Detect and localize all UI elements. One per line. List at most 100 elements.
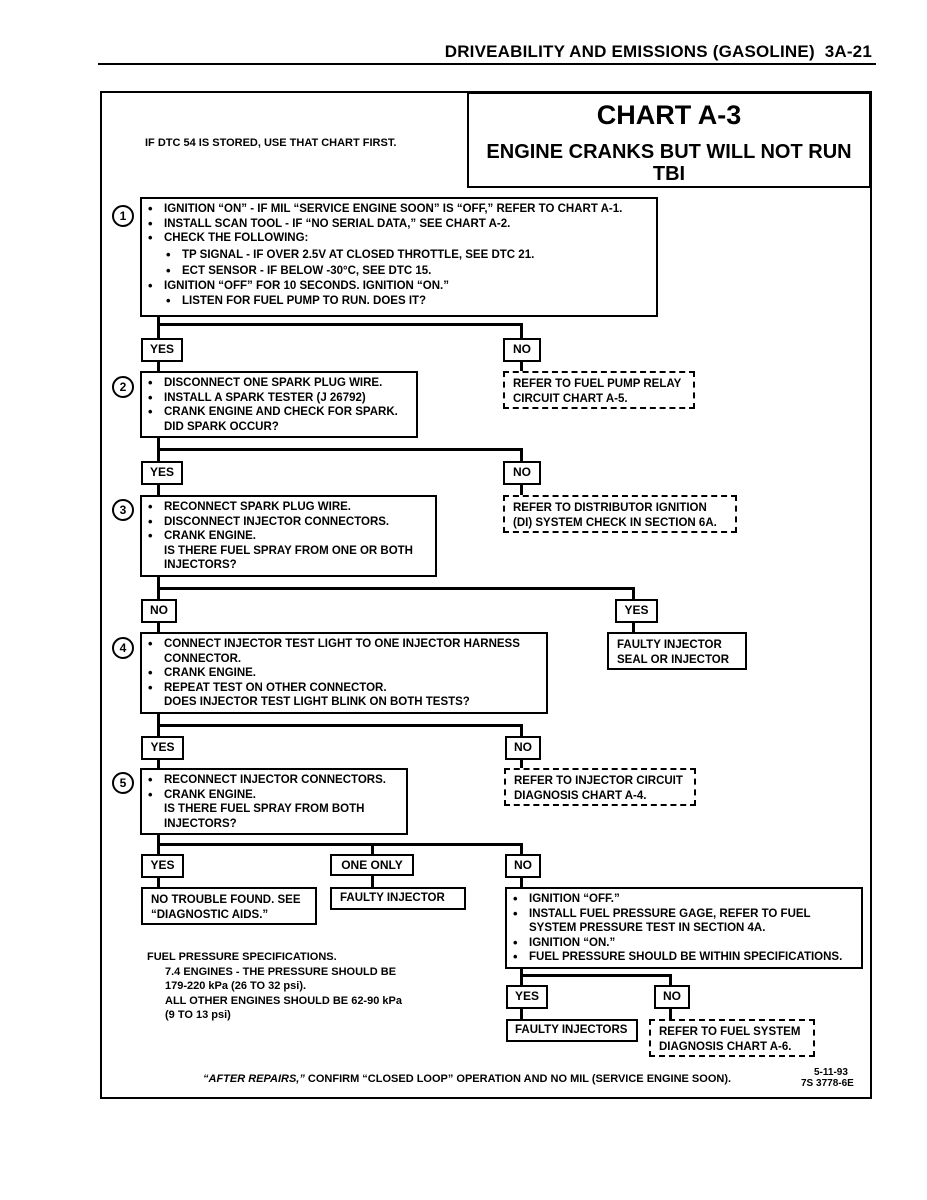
one-only-label: ONE ONLY (330, 854, 414, 876)
outcome-line: REFER TO INJECTOR CIRCUIT (514, 775, 683, 787)
step-4-box: CONNECT INJECTOR TEST LIGHT TO ONE INJEC… (140, 632, 548, 714)
after-repairs-note: “AFTER REPAIRS,” CONFIRM “CLOSED LOOP” O… (203, 1072, 731, 1087)
no-label: NO (141, 599, 177, 623)
step-1-line: IGNITION “ON” - IF MIL “SERVICE ENGINE S… (148, 202, 650, 217)
step-5-line: CRANK ENGINE. (148, 788, 400, 803)
step-2-marker: 2 (112, 376, 134, 398)
chart-subtitle: TBI (652, 163, 686, 185)
fuel-pressure-specs: FUEL PRESSURE SPECIFICATIONS. 7.4 ENGINE… (147, 950, 402, 1023)
step-1-subline: TP SIGNAL - IF OVER 2.5V AT CLOSED THROT… (148, 248, 650, 263)
no-label: NO (505, 736, 541, 760)
connector-line (632, 623, 635, 634)
connector-line (520, 1009, 523, 1020)
step-3-question: IS THERE FUEL SPRAY FROM ONE OR BOTH (164, 544, 413, 557)
connector-line (669, 974, 672, 986)
step-3-question: INJECTORS? (164, 559, 237, 572)
step-4-question: DOES INJECTOR TEST LIGHT BLINK ON BOTH T… (164, 696, 470, 709)
connector-line (520, 323, 523, 339)
chart-title: ENGINE CRANKS BUT WILL NOT RUN (486, 141, 852, 163)
yes-label: YES (141, 736, 184, 760)
step-5-line: RECONNECT INJECTOR CONNECTORS. (148, 773, 400, 788)
step-3-line: DISCONNECT INJECTOR CONNECTORS. (148, 515, 429, 530)
connector-line (157, 623, 160, 634)
outcome-line: FAULTY INJECTOR (340, 892, 445, 904)
connector-line (520, 760, 523, 770)
no-label: NO (505, 854, 541, 878)
after-repairs-emphasis: “AFTER REPAIRS,” (203, 1073, 305, 1085)
step-2-line: CRANK ENGINE AND CHECK FOR SPARK. (148, 405, 410, 420)
connector-line (157, 878, 160, 889)
step-2-line: INSTALL A SPARK TESTER (J 26792) (148, 391, 410, 406)
step-1-line: INSTALL SCAN TOOL - IF “NO SERIAL DATA,”… (148, 217, 650, 232)
connector-line (520, 448, 523, 462)
step-1-subline: LISTEN FOR FUEL PUMP TO RUN. DOES IT? (148, 294, 650, 309)
step-2-box: DISCONNECT ONE SPARK PLUG WIRE. INSTALL … (140, 371, 418, 438)
step-3-line: RECONNECT SPARK PLUG WIRE. (148, 500, 429, 515)
connector-line (520, 724, 523, 737)
step-4-line: CRANK ENGINE. (148, 666, 540, 681)
step-3-line: CRANK ENGINE. (148, 529, 429, 544)
connector-line (669, 1009, 672, 1020)
connector-line (157, 760, 160, 770)
step-5-box: RECONNECT INJECTOR CONNECTORS. CRANK ENG… (140, 768, 408, 835)
yes-label: YES (615, 599, 658, 623)
section-title: DRIVEABILITY AND EMISSIONS (GASOLINE) (444, 42, 815, 61)
step-4-line: CONNECT INJECTOR TEST LIGHT TO ONE INJEC… (148, 637, 540, 652)
outcome-line: DIAGNOSIS CHART A-6. (659, 1040, 792, 1053)
specs-line: 7.4 ENGINES - THE PRESSURE SHOULD BE (165, 965, 397, 978)
connector-line (157, 448, 523, 451)
faulty-injector-outcome: FAULTY INJECTOR (330, 887, 466, 910)
outcome-line: CIRCUIT CHART A-5. (513, 392, 628, 405)
fuel-pump-relay-outcome: REFER TO FUEL PUMP RELAY CIRCUIT CHART A… (503, 371, 695, 409)
yes-label: YES (141, 461, 183, 485)
step-2-line: DISCONNECT ONE SPARK PLUG WIRE. (148, 376, 410, 391)
connector-line (520, 843, 523, 855)
outcome-line: REFER TO DISTRIBUTOR IGNITION (513, 502, 707, 514)
connector-line (520, 485, 523, 497)
no-label: NO (503, 338, 541, 362)
connector-line (157, 587, 635, 590)
pressure-check-line: IGNITION “ON.” (513, 936, 855, 951)
fuel-pressure-check-box: IGNITION “OFF.” INSTALL FUEL PRESSURE GA… (505, 887, 863, 969)
after-repairs-text: CONFIRM “CLOSED LOOP” OPERATION AND NO M… (304, 1073, 732, 1085)
connector-line (157, 843, 523, 846)
outcome-line: NO TROUBLE FOUND. SEE (151, 894, 301, 906)
step-1-box: IGNITION “ON” - IF MIL “SERVICE ENGINE S… (140, 197, 658, 317)
connector-line (371, 843, 374, 855)
pressure-check-line: INSTALL FUEL PRESSURE GAGE, REFER TO FUE… (513, 907, 855, 922)
connector-line (157, 485, 160, 497)
specs-line: ALL OTHER ENGINES SHOULD BE 62-90 kPa (165, 994, 402, 1007)
step-4-marker: 4 (112, 637, 134, 659)
connector-line (632, 587, 635, 600)
connector-line (157, 323, 523, 326)
chart-code: 7S 3778-6E (801, 1078, 854, 1089)
specs-line: (9 TO 13 psi) (165, 1009, 231, 1022)
outcome-line: REFER TO FUEL SYSTEM (659, 1026, 801, 1038)
chart-number: CHART A-3 (596, 100, 742, 130)
faulty-injectors-outcome: FAULTY INJECTORS (506, 1019, 638, 1042)
connector-line (520, 974, 672, 977)
no-label: NO (654, 985, 690, 1009)
yes-label: YES (141, 338, 183, 362)
header-rule (98, 63, 876, 65)
distributor-ignition-outcome: REFER TO DISTRIBUTOR IGNITION (DI) SYSTE… (503, 495, 737, 533)
step-1-line: IGNITION “OFF” FOR 10 SECONDS. IGNITION … (148, 279, 650, 294)
step-1-subline: ECT SENSOR - IF BELOW -30°C, SEE DTC 15. (148, 264, 650, 279)
page-number: 3A-21 (824, 42, 872, 61)
dtc-note: IF DTC 54 IS STORED, USE THAT CHART FIRS… (145, 137, 397, 149)
connector-line (520, 969, 523, 986)
step-3-box: RECONNECT SPARK PLUG WIRE. DISCONNECT IN… (140, 495, 437, 577)
specs-line: 179-220 kPa (26 TO 32 psi). (165, 980, 307, 993)
step-4-line: CONNECTOR. (164, 652, 242, 665)
specs-title: FUEL PRESSURE SPECIFICATIONS. (147, 951, 337, 963)
step-1-line: CHECK THE FOLLOWING: (148, 231, 650, 246)
outcome-line: REFER TO FUEL PUMP RELAY (513, 378, 682, 390)
outcome-line: FAULTY INJECTORS (515, 1024, 628, 1036)
pressure-check-line: SYSTEM PRESSURE TEST IN SECTION 4A. (529, 922, 766, 935)
yes-label: YES (506, 985, 548, 1009)
pressure-check-line: IGNITION “OFF.” (513, 892, 855, 907)
page-header: DRIVEABILITY AND EMISSIONS (GASOLINE) 3A… (432, 42, 872, 62)
pressure-check-line: FUEL PRESSURE SHOULD BE WITHIN SPECIFICA… (513, 950, 855, 965)
connector-line (371, 876, 374, 889)
connector-line (157, 724, 523, 727)
